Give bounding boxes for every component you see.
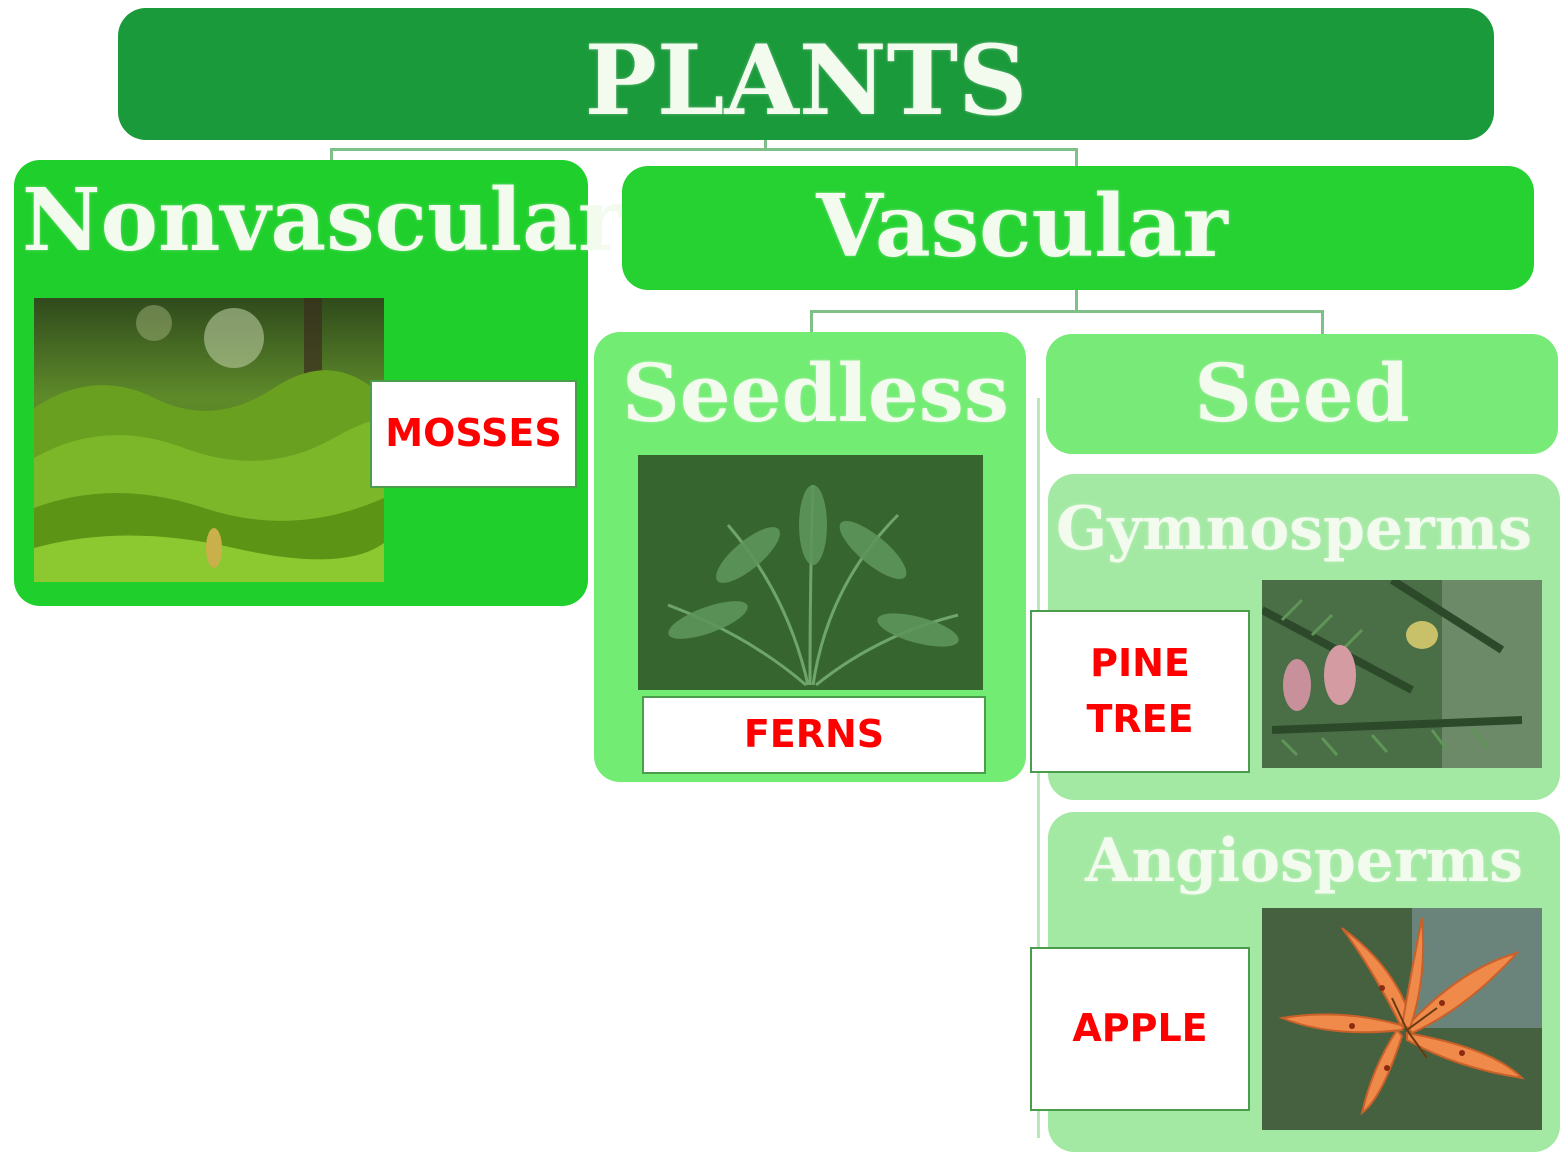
ferns-answer-box[interactable]: FERNS [642, 696, 986, 774]
mosses-answer-text: MOSSES [385, 406, 561, 461]
connector-vascular-vertical [1075, 288, 1078, 312]
ferns-answer-text: FERNS [744, 707, 884, 762]
vascular-title: Vascular [622, 176, 1422, 277]
pine-tree-answer-box[interactable]: PINE TREE [1030, 610, 1250, 773]
seed-title: Seed [1046, 346, 1558, 440]
connector-root-horizontal [330, 148, 1078, 151]
pine-tree-answer-line2: TREE [1086, 692, 1193, 747]
pine-tree-answer-line1: PINE [1090, 636, 1190, 691]
fern-photo-icon [638, 455, 983, 690]
connector-vascular-horizontal [810, 310, 1324, 313]
apple-answer-box[interactable]: APPLE [1030, 947, 1250, 1111]
connector-vascular-drop [1075, 148, 1078, 168]
lily-flower-photo-icon [1262, 908, 1542, 1130]
connector-seed-drop [1321, 310, 1324, 336]
gymnosperms-title: Gymnosperms [1056, 494, 1532, 564]
apple-answer-text: APPLE [1072, 1001, 1207, 1056]
connector-seedless-drop [810, 310, 813, 334]
nonvascular-title: Nonvascular [22, 170, 623, 271]
seedless-title: Seedless [622, 346, 1009, 440]
moss-photo-icon [34, 298, 384, 582]
pine-cone-photo-icon [1262, 580, 1542, 768]
angiosperms-title: Angiosperms [1048, 826, 1560, 896]
mosses-answer-box[interactable]: MOSSES [370, 380, 577, 488]
plants-title: PLANTS [118, 24, 1494, 137]
